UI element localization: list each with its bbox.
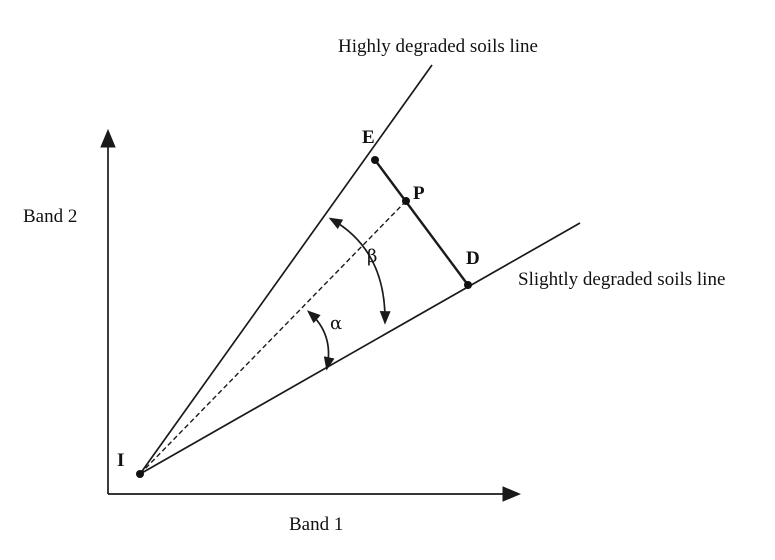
y-axis-label: Band 2 — [23, 206, 77, 227]
alpha-angle-arc — [306, 310, 335, 371]
point-i-label: I — [117, 450, 124, 471]
alpha-label: α — [330, 313, 342, 334]
beta-angle-arc — [328, 217, 391, 325]
beta-label: β — [367, 246, 377, 267]
point-p-marker — [402, 197, 410, 205]
point-d-label: D — [466, 248, 480, 269]
highly-degraded-soils-line — [139, 64, 433, 475]
slightly-degraded-line-label: Slightly degraded soils line — [518, 269, 725, 290]
x-axis-label: Band 1 — [289, 514, 343, 535]
point-p-label: P — [413, 183, 425, 204]
dashed-line-i-p — [139, 200, 407, 475]
highly-degraded-line-label: Highly degraded soils line — [338, 36, 538, 57]
point-e-marker — [371, 156, 379, 164]
point-e-label: E — [362, 127, 375, 148]
point-d-marker — [464, 281, 472, 289]
slightly-degraded-soils-line — [139, 222, 581, 475]
point-i-marker — [136, 470, 144, 478]
segment-e-d — [374, 159, 469, 286]
